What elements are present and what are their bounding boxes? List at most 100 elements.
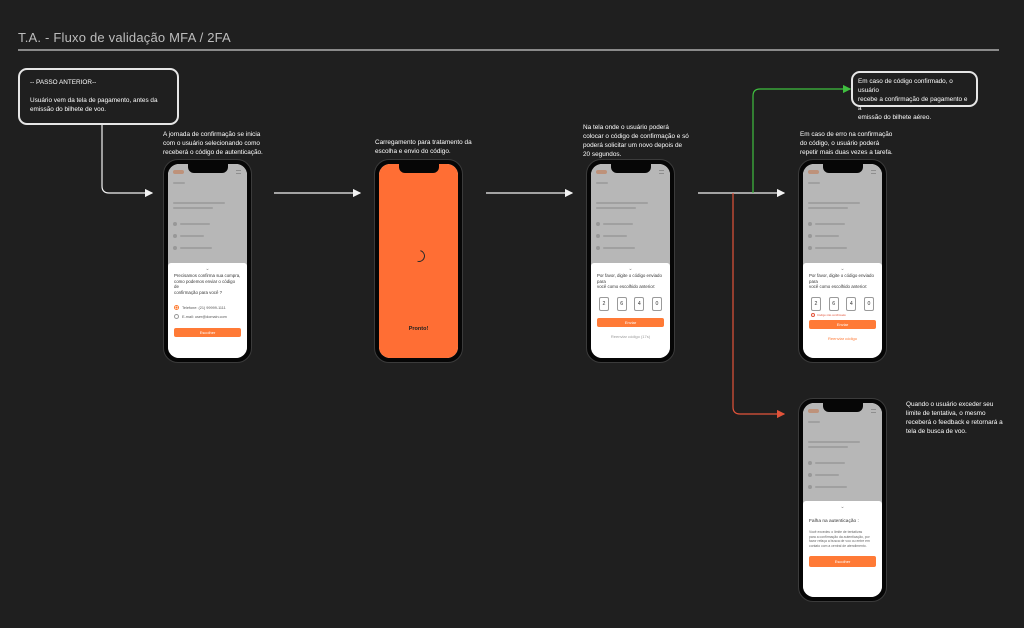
caption-step2: Carregamento para tratamento da escolha … [375, 138, 472, 156]
phone-notch [398, 164, 439, 173]
radio-icon[interactable] [174, 314, 179, 319]
option-email[interactable]: E-mail: user@domain.com [174, 314, 241, 319]
chevron-down-icon[interactable]: ⌄ [840, 266, 845, 272]
message-line: você como escolhido anterior: [809, 284, 868, 289]
confirmed-note-box: Em caso de código confirmado, o usuário … [851, 71, 978, 121]
confirmed-note-line: recebe a confirmação de pagamento e a [858, 96, 968, 112]
code-digit-input[interactable]: 0 [651, 296, 662, 311]
code-error-text: Código não confirmado [817, 312, 846, 317]
code-digit-input[interactable]: 0 [863, 296, 874, 311]
confirmed-note-line: Em caso de código confirmado, o usuário [858, 78, 953, 94]
caption-line: colocar o código de confirmação e só [583, 133, 689, 140]
message-line: como podemos enviar o código de [174, 278, 236, 290]
code-digit-input[interactable]: 4 [846, 296, 857, 311]
chevron-down-icon[interactable]: ⌄ [205, 266, 210, 272]
message-line: Precisamos confirma sua compra, [174, 273, 241, 278]
phone-screen: ⌄ Falha na autenticação : Você excedeu o… [803, 403, 882, 597]
choose-channel-message: Precisamos confirma sua compra, como pod… [174, 273, 241, 295]
phone-screen: ⌄ Precisamos confirma sua compra, como p… [168, 164, 247, 358]
code-input-group: 2 6 4 0 [811, 296, 874, 311]
message-line: Por favor, digite o código enviado para [809, 273, 874, 284]
app-logo [808, 170, 819, 174]
caption-line: repetir mais duas vezes a tarefa. [800, 149, 893, 156]
error-icon [811, 312, 815, 317]
code-digit-input[interactable]: 6 [828, 296, 839, 311]
radio-checked-icon[interactable] [174, 305, 179, 310]
send-button[interactable]: Enviar [809, 319, 876, 329]
phone-screen: ⌄ Por favor, digite o código enviado par… [591, 164, 670, 358]
code-entry-sheet: ⌄ Por favor, digite o código enviado par… [591, 263, 670, 358]
code-error-row: Código não confirmado [811, 312, 876, 317]
send-button[interactable]: Enviar [597, 317, 664, 327]
failure-line: favor refaça a busca de voo ou entre em [809, 539, 870, 543]
code-digit-input[interactable]: 2 [599, 296, 609, 311]
caption-line: escolha e envio do código. [375, 148, 451, 155]
phone-notch [610, 164, 651, 173]
app-logo [596, 170, 607, 174]
option-phone[interactable]: Telefone: (21) 99999-1111 [174, 305, 241, 310]
code-error-sheet: ⌄ Por favor, digite o código enviado par… [803, 263, 882, 358]
message-line: você como escolhido anterior: [597, 284, 656, 289]
message-line: Por favor, digite o código enviado para [597, 273, 662, 284]
caption-line: Quando o usuário exceder seu [906, 401, 994, 408]
previous-step-line: emissão do bilhete de voo. [30, 106, 107, 113]
choose-button[interactable]: Escolher [809, 556, 876, 567]
caption-step5: Quando o usuário exceder seu limite de t… [906, 400, 1003, 436]
failure-title: Falha na autenticação : [809, 519, 859, 524]
phone-notch [822, 403, 863, 412]
code-digit-input[interactable]: 6 [616, 296, 627, 311]
app-logo [808, 409, 819, 413]
phone-screen: ⌄ Por favor, digite o código enviado par… [803, 164, 882, 358]
failure-line: para a confirmação da autenticação, por [809, 534, 870, 539]
menu-icon [236, 170, 241, 174]
caption-line: com o usuário selecionando como [163, 140, 260, 147]
arrow-failure [732, 193, 786, 419]
spinner-icon [410, 247, 427, 265]
failure-line: contato com a central de atendimento. [809, 543, 867, 548]
caption-line: tela de busca de voo. [906, 428, 967, 435]
caption-step3: Na tela onde o usuário poderá colocar o … [583, 123, 689, 159]
page-title: T.A. - Fluxo de validação MFA / 2FA [18, 30, 231, 45]
phone-loading: Pronto! [374, 159, 463, 363]
resend-code-link[interactable]: Reenviar código [828, 335, 857, 341]
choose-button[interactable]: Escolher [174, 328, 241, 337]
resend-code-link[interactable]: Reenviar código (17s) [610, 333, 651, 339]
failure-body: Você excedeu o limite de tentativas para… [809, 530, 876, 548]
app-logo [173, 170, 184, 174]
caption-line: A jornada de confirmação se inicia [163, 131, 261, 138]
caption-line: poderá solicitar um novo depois de [583, 142, 683, 149]
auth-failure-sheet: ⌄ Falha na autenticação : Você excedeu o… [803, 501, 882, 597]
phone-notch [822, 164, 863, 173]
loading-screen: Pronto! [379, 164, 458, 358]
chevron-down-icon[interactable]: ⌄ [628, 266, 633, 272]
phone-code-entry: ⌄ Por favor, digite o código enviado par… [586, 159, 675, 363]
code-digit-input[interactable]: 2 [811, 296, 821, 311]
phone-auth-failure: ⌄ Falha na autenticação : Você excedeu o… [798, 398, 887, 602]
code-input-group: 2 6 4 0 [599, 296, 662, 311]
previous-step-box: -- PASSO ANTERIOR-- Usuário vem da tela … [18, 68, 179, 125]
menu-icon [871, 409, 876, 413]
phone-code-error: ⌄ Por favor, digite o código enviado par… [798, 159, 887, 363]
option-label: Telefone: (21) 99999-1111 [182, 305, 226, 310]
previous-step-label: -- PASSO ANTERIOR-- [30, 79, 97, 86]
code-digit-input[interactable]: 4 [634, 296, 645, 311]
message-line: confirmação para você ? [174, 289, 223, 295]
menu-icon [659, 170, 664, 174]
choose-channel-sheet: ⌄ Precisamos confirma sua compra, como p… [168, 263, 247, 358]
loading-text: Pronto! [408, 326, 429, 332]
caption-line: receberá o código de autenticação. [163, 149, 263, 156]
caption-line: Em caso de erro na confirmação [800, 131, 893, 138]
confirmed-note-line: emissão do bilhete aéreo. [858, 114, 932, 121]
arrow-success [752, 84, 852, 193]
chevron-down-icon[interactable]: ⌄ [840, 504, 845, 510]
caption-line: receberá o feedback e retornará a [906, 419, 1003, 426]
caption-line: Na tela onde o usuário poderá [583, 124, 669, 131]
caption-step4: Em caso de erro na confirmação do código… [800, 130, 893, 157]
code-error-message: Por favor, digite o código enviado para … [809, 273, 876, 290]
previous-step-line: Usuário vem da tela de pagamento, antes … [30, 97, 158, 104]
caption-line: limite de tentativa, o mesmo [906, 410, 986, 417]
code-entry-message: Por favor, digite o código enviado para … [597, 273, 664, 290]
caption-step1: A jornada de confirmação se inicia com o… [163, 130, 263, 157]
caption-line: do código, o usuário poderá [800, 140, 880, 147]
